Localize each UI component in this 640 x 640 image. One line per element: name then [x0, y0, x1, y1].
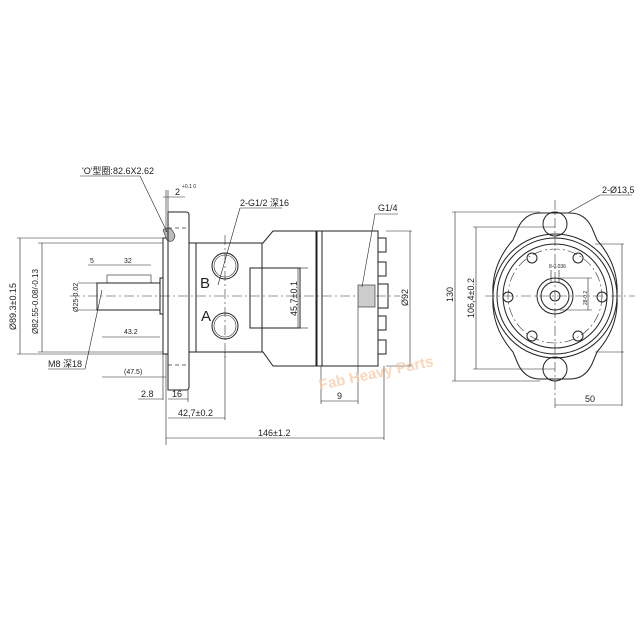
shaft [96, 282, 161, 311]
hub [536, 277, 574, 315]
flange [167, 211, 190, 391]
dim-shaft-len: 43.2 [124, 329, 138, 336]
flange-gap-tolerance: +0.1 0 [182, 184, 196, 190]
boss [249, 267, 301, 329]
dim-130: 130 [445, 287, 455, 302]
side-view: B A Ø89.3±0.15 Ø82.55-0.08/-0.13 Ø25-0.0… [8, 166, 412, 445]
dim-42-7: 42,7±0.2 [178, 408, 213, 418]
dim-shaft-dia: Ø25-0.02 [73, 283, 80, 312]
dim-106: 106,4±0.2 [466, 278, 476, 318]
bolt-circle [502, 252, 608, 342]
drain-port [357, 284, 376, 308]
dim-146: 146±1.2 [258, 428, 290, 438]
port-a [211, 312, 239, 340]
watermark: Fab Heavy Parts [317, 353, 435, 394]
dim-92: Ø92 [400, 289, 410, 306]
thread-label: M8 深18 [48, 359, 82, 369]
dim-dia-89: Ø89.3±0.15 [8, 283, 18, 330]
port-a-label: A [201, 308, 211, 325]
o-ring [162, 227, 176, 242]
port-b [211, 252, 239, 280]
dim-key-length: 32 [124, 258, 132, 265]
dim-16: 16 [172, 389, 182, 399]
o-ring-label: 'O'型圈:82.6X2.62 [82, 166, 154, 176]
key-height-label: 28-0.2 [583, 291, 589, 305]
holes-label: 2-Ø13,5 [602, 185, 635, 195]
dim-shaft-total: (47.5) [124, 369, 142, 376]
port-b-label: B [200, 275, 210, 292]
key-width-label: 8-0.036 [549, 264, 566, 270]
dim-2-8: 2.8 [141, 389, 154, 399]
flange-gap-label: 2 [175, 187, 180, 197]
shaft-key [106, 274, 152, 284]
ports-label: 2-G1/2 深16 [240, 198, 289, 208]
dim-dia-82: Ø82.55-0.08/-0.13 [31, 269, 40, 334]
dim-45-7: 45,7±0.1 [289, 281, 299, 316]
dim-50: 50 [585, 394, 595, 404]
mount-hole-top [542, 211, 568, 237]
dim-key-offset: 5 [90, 258, 94, 265]
bolt-heads [377, 237, 389, 355]
dim-9: 9 [337, 391, 342, 401]
front-view: 8-0.036 28-0.2 2-Ø13,5 130 106,4±0.2 50 [445, 185, 635, 410]
drain-label: G1/4 [378, 203, 398, 213]
mounting-flange [492, 212, 618, 380]
